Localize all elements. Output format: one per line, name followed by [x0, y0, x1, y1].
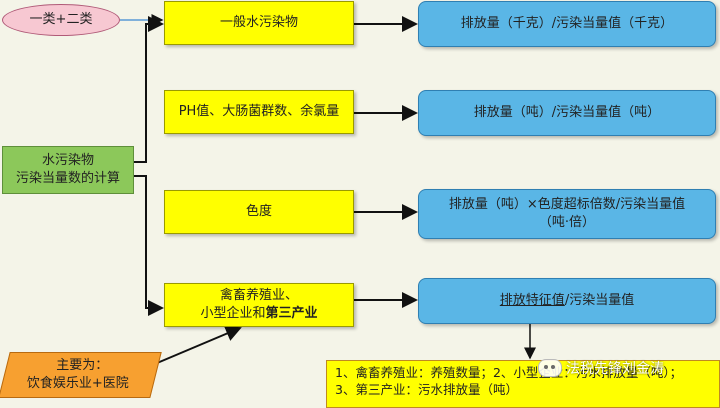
category-general-label: 一般水污染物 — [219, 15, 298, 31]
formula-third-text: 排放特征值/污染当量值 — [500, 292, 634, 310]
source-note: 主要为： 饮食娱乐业+医院 — [0, 352, 162, 398]
category-color: 色度 — [164, 190, 354, 234]
category-general: 一般水污染物 — [164, 1, 354, 45]
formula-color: 排放量（吨）×色度超标倍数/污染当量值 （吨·倍） — [418, 189, 716, 239]
formula-third-industry: 排放特征值/污染当量值 — [418, 278, 716, 324]
source-note-line1: 主要为： — [56, 358, 109, 374]
category-third-line2a: 小型企业和 — [200, 306, 266, 321]
category-color-label: 色度 — [245, 204, 272, 220]
formula-color-line1: 排放量（吨）×色度超标倍数/污染当量值 — [448, 197, 686, 213]
root-line2: 污染当量数的计算 — [15, 171, 120, 186]
wechat-icon — [538, 359, 562, 377]
root-line1: 水污染物 — [41, 153, 94, 169]
watermark: 法税先锋刘金涛 — [538, 358, 664, 378]
category-third-line1: 禽畜养殖业、 — [219, 288, 298, 304]
formula-general: 排放量（千克）/污染当量值（千克） — [418, 1, 716, 47]
formula-color-line2: （吨·倍） — [538, 215, 596, 230]
watermark-text: 法税先锋刘金涛 — [566, 361, 664, 377]
formula-general-text: 排放量（千克）/污染当量值（千克） — [460, 16, 674, 32]
root-connector-top — [134, 16, 164, 163]
category-tag-label: 一类+二类 — [29, 12, 93, 28]
root-connector-bottom — [134, 175, 164, 316]
formula-third-text-a: 排放特征值 — [499, 293, 565, 309]
category-ph: PH值、大肠菌群数、余氯量 — [164, 90, 354, 134]
formula-third-text-b: /污染当量值 — [564, 293, 635, 309]
formula-ph: 排放量（吨）/污染当量值（吨） — [418, 90, 716, 136]
category-third-line2b: 第三产业 — [265, 306, 318, 321]
formula-ph-text: 排放量（吨）/污染当量值（吨） — [473, 105, 661, 121]
category-ph-label: PH值、大肠菌群数、余氯量 — [178, 104, 340, 120]
category-tag: 一类+二类 — [2, 4, 120, 36]
category-third-industry: 禽畜养殖业、 小型企业和第三产业 — [164, 283, 354, 327]
source-note-line2: 饮食娱乐业+医院 — [26, 376, 129, 391]
arrow-source — [149, 326, 242, 367]
footnote-line1: 1、禽畜养殖业：养殖数量；2、小型企业：污水排放量（吨）； — [335, 365, 683, 380]
root-node: 水污染物 污染当量数的计算 — [2, 146, 134, 194]
footnote-line2: 3、第三产业：污水排放量（吨） — [335, 381, 518, 397]
category-third-line2: 小型企业和第三产业 — [200, 305, 317, 323]
